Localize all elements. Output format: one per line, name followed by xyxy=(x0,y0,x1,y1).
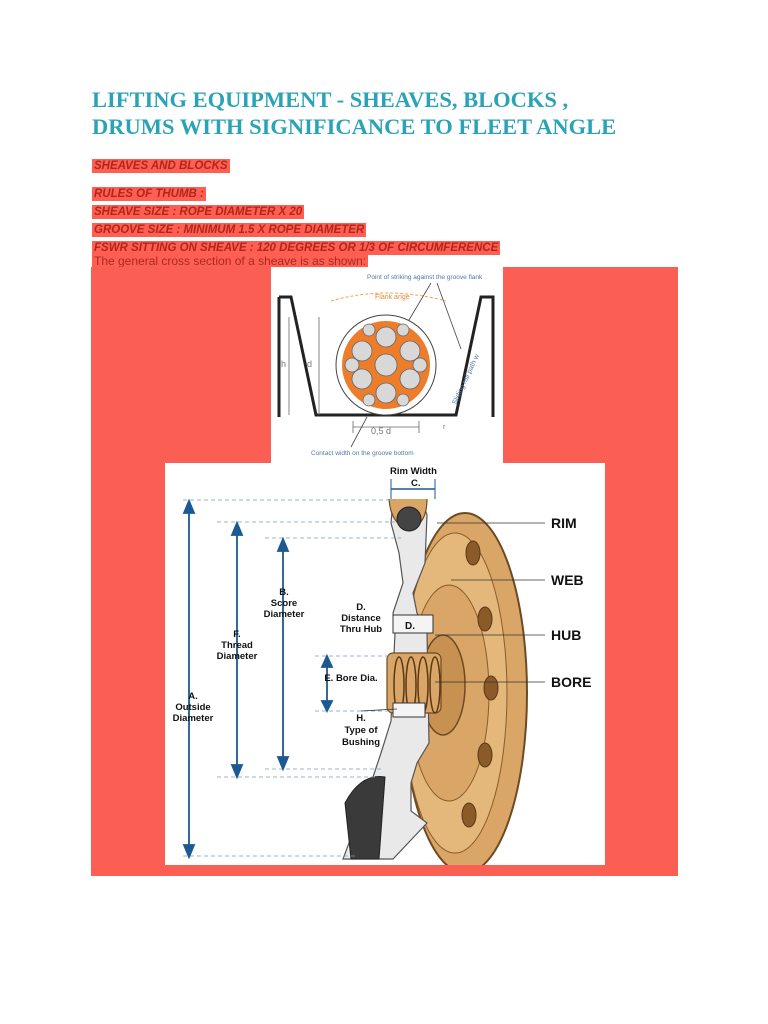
a-label-2: Outside xyxy=(175,702,210,713)
d-label-3: Thru Hub xyxy=(340,624,382,635)
title-line-1: LIFTING EQUIPMENT - SHEAVES, BLOCKS , xyxy=(92,87,569,112)
h-label: h xyxy=(281,359,286,369)
h-label-2: Type of xyxy=(344,725,378,736)
rim-width-c-label: C. xyxy=(411,478,421,489)
b-label-2: Score xyxy=(271,598,297,609)
contact-width-label: Contact width on the groove bottom xyxy=(311,450,414,457)
groove-cross-section-figure: Flank ange Point of striking against the… xyxy=(271,267,503,463)
e-label: E. Bore Dia. xyxy=(324,673,377,684)
f-label-2: Thread xyxy=(221,640,253,651)
h-label-1: H. xyxy=(356,713,366,724)
b-label-3: Diameter xyxy=(264,609,305,620)
page-title: LIFTING EQUIPMENT - SHEAVES, BLOCKS , DR… xyxy=(92,86,712,140)
d-label: d xyxy=(307,359,312,369)
d-box-label: D. xyxy=(405,621,415,632)
rule-groove-size: GROOVE SIZE : MINIMUM 1.5 X ROPE DIAMETE… xyxy=(92,223,367,237)
rule-sheave-size: SHEAVE SIZE : ROPE DIAMETER X 20 xyxy=(92,205,305,219)
rule-fswr: FSWR SITTING ON SHEAVE : 120 DEGREES OR … xyxy=(92,241,501,255)
section-heading: SHEAVES AND BLOCKS xyxy=(92,159,230,173)
sheave-dimensions-figure: D. Rim Width C. xyxy=(165,463,605,874)
h-label-3: Bushing xyxy=(342,737,380,748)
sheave-dimensions-svg: D. Rim Width C. xyxy=(173,466,591,874)
f-label-3: Diameter xyxy=(217,651,258,662)
a-label-1: A. xyxy=(188,691,198,702)
rim-label: RIM xyxy=(551,515,577,531)
a-label-3: Diameter xyxy=(173,713,214,724)
intro-text: The general cross section of a sheave is… xyxy=(92,254,369,268)
rim-width-label: Rim Width xyxy=(390,466,437,477)
rules-heading: RULES OF THUMB : xyxy=(92,187,206,201)
strike-point-label: Point of striking against the groove fla… xyxy=(367,274,483,281)
f-label-1: F. xyxy=(233,629,240,640)
half-d-label: 0,5 d xyxy=(371,426,391,436)
title-line-2: DRUMS WITH SIGNIFICANCE TO FLEET ANGLE xyxy=(92,114,617,139)
b-label-1: B. xyxy=(279,587,289,598)
d-label-2: Distance xyxy=(341,613,381,624)
groove-cross-section-svg: Flank ange Point of striking against the… xyxy=(277,274,495,457)
r-label: r xyxy=(443,424,446,431)
d-label-1: D. xyxy=(356,602,366,613)
hub-label: HUB xyxy=(551,627,581,643)
web-label: WEB xyxy=(551,572,584,588)
rules-block: RULES OF THUMB : SHEAVE SIZE : ROPE DIAM… xyxy=(92,184,501,256)
flank-angle-label: Flank ange xyxy=(375,294,410,301)
bore-label: BORE xyxy=(551,674,591,690)
